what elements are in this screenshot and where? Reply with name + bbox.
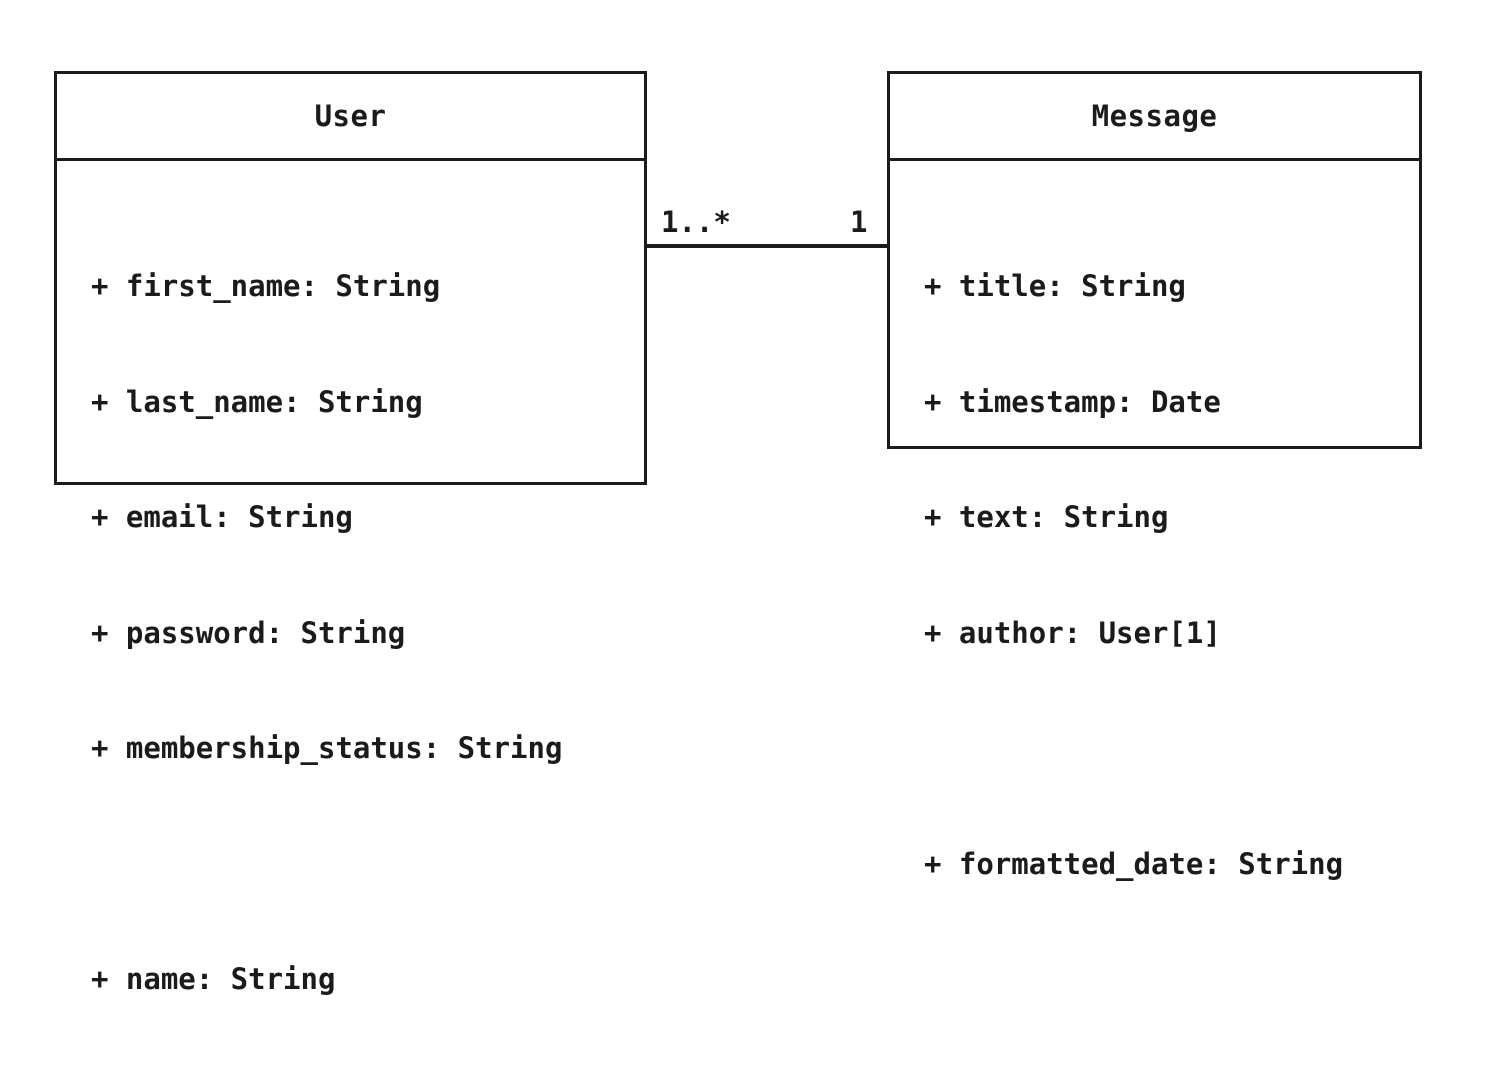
user-attribute-first-name: + first_name: String xyxy=(91,269,441,303)
user-method-name: + name: String xyxy=(91,962,336,996)
user-member-spacer xyxy=(91,845,644,884)
user-class-members: + first_name: String + last_name: String… xyxy=(57,161,644,1076)
message-class-members: + title: String + timestamp: Date + text… xyxy=(890,161,1419,960)
message-method-formatted-date: + formatted_date: String xyxy=(924,846,1344,881)
message-attribute-text: + text: String xyxy=(924,500,1169,534)
association-line xyxy=(647,244,887,248)
message-attribute-timestamp: + timestamp: Date xyxy=(924,384,1221,419)
user-attribute-email: + email: String xyxy=(91,500,353,534)
user-class-box: User + first_name: String + last_name: S… xyxy=(54,71,647,996)
message-class-box: Message + title: String + timestamp: Dat… xyxy=(887,71,1422,881)
message-attribute-title: + title: String xyxy=(924,269,1186,303)
user-attribute-password: + password: String xyxy=(91,615,406,650)
message-end-multiplicity: 1 xyxy=(850,205,868,239)
user-end-multiplicity: 1..* xyxy=(661,205,731,239)
user-attribute-membership-status: + membership_status: String xyxy=(91,731,563,765)
message-class-name: Message xyxy=(890,74,1419,161)
message-member-spacer xyxy=(924,729,1419,768)
uml-class-diagram: { "classes": { "user": { "name": "User",… xyxy=(54,71,1422,996)
user-class-name: User xyxy=(57,74,644,161)
message-attribute-author: + author: User[1] xyxy=(924,615,1221,650)
user-attribute-last-name: + last_name: String xyxy=(91,384,423,419)
